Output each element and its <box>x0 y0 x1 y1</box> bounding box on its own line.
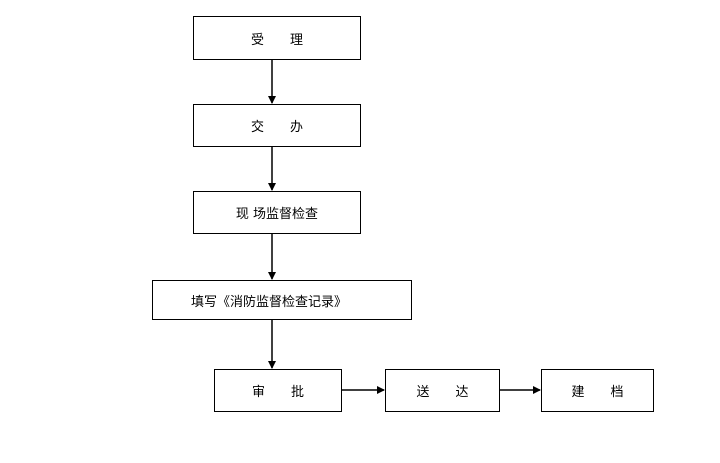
step-assign-label: 交 办 <box>250 120 303 135</box>
step-deliver-label: 送 达 <box>416 385 469 400</box>
step-assign-box: 交 办 <box>193 104 361 147</box>
step-inspect-label: 现 场监督检查 <box>235 207 319 222</box>
step-accept-label: 受 理 <box>250 32 303 48</box>
step-archive-box: 建 档 <box>541 369 654 412</box>
step-inspect-box: 现 场监督检查 <box>193 191 361 234</box>
step-approve-box: 审 批 <box>214 369 342 412</box>
step-record-label: 填写《消防监督检查记录》 <box>191 294 348 310</box>
step-record-box: 填写《消防监督检查记录》 <box>152 280 412 320</box>
step-archive-label: 建 档 <box>571 385 624 400</box>
step-deliver-box: 送 达 <box>385 369 500 412</box>
step-accept-box: 受 理 <box>193 16 361 60</box>
step-approve-label: 审 批 <box>251 385 304 400</box>
